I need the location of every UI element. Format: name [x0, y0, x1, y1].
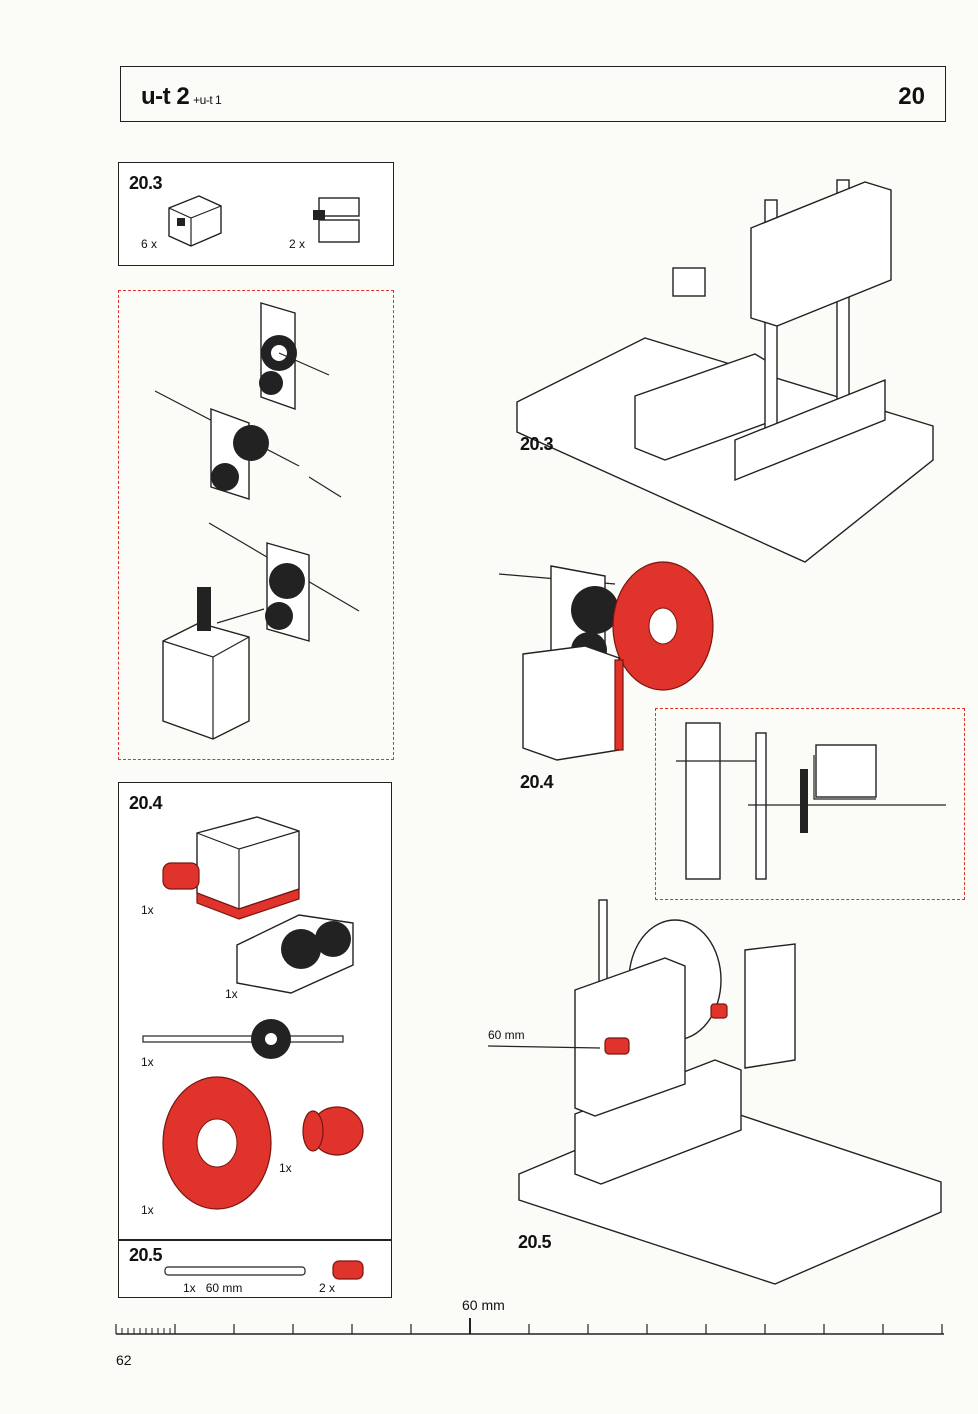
page-number: 62 — [116, 1352, 132, 1368]
red-sleeve-icon — [332, 1260, 364, 1280]
part-qty: 1x — [141, 903, 154, 917]
step-label: 20.5 — [129, 1245, 163, 1265]
page-section-number: 20 — [898, 83, 925, 110]
block-pair-icon — [313, 197, 360, 243]
red-disc-wheel-icon — [162, 1076, 272, 1210]
building-block-icon — [168, 195, 222, 247]
callout-leader-line — [487, 1045, 601, 1049]
parts-box-20-3: 20.3 6 x 2 x — [118, 162, 394, 266]
part-qty: 6 x — [141, 237, 158, 251]
assembly-illustration-20-4 — [498, 561, 714, 761]
axle-with-gear-icon — [142, 1019, 344, 1059]
measurement-ruler — [115, 1318, 944, 1335]
side-view-diagram — [676, 722, 946, 880]
gearbox-assembly-panel — [118, 290, 394, 760]
set-addon: +u-t 1 — [193, 93, 222, 107]
illustration-label: 20.3 — [520, 434, 554, 454]
ruler-label: 60 mm — [462, 1297, 505, 1313]
gearbox-icon — [236, 914, 354, 994]
part-qty: 2 x — [289, 237, 306, 251]
illustration-label: 20.5 — [518, 1232, 552, 1252]
step-label: 20.3 — [129, 173, 163, 193]
step-label: 20.4 — [129, 793, 163, 813]
assembly-illustration-20-3 — [516, 179, 934, 563]
parts-box-20-4: 20.4 1x 1x 1x 1x 1x — [118, 782, 392, 1240]
assembly-illustration-20-5 — [518, 899, 942, 1285]
motor-with-worm-icon — [162, 816, 300, 920]
part-size: 60 mm — [205, 1281, 243, 1295]
set-title: u-t 2+u-t 1 — [141, 83, 222, 110]
part-qty: 1x — [279, 1161, 292, 1175]
axle-rod-icon — [164, 1266, 306, 1276]
side-view-panel — [655, 708, 965, 900]
red-hub-icon — [302, 1106, 364, 1156]
part-qty: 2 x — [319, 1281, 336, 1295]
part-qty: 1x — [225, 987, 238, 1001]
illustration-label: 20.4 — [520, 772, 554, 792]
callout-label: 60 mm — [488, 1028, 525, 1042]
part-qty: 1x — [141, 1055, 154, 1069]
gearbox-assembly-illustration — [154, 302, 360, 740]
page-header: u-t 2+u-t 1 20 — [120, 66, 946, 122]
part-qty: 1x — [141, 1203, 154, 1217]
